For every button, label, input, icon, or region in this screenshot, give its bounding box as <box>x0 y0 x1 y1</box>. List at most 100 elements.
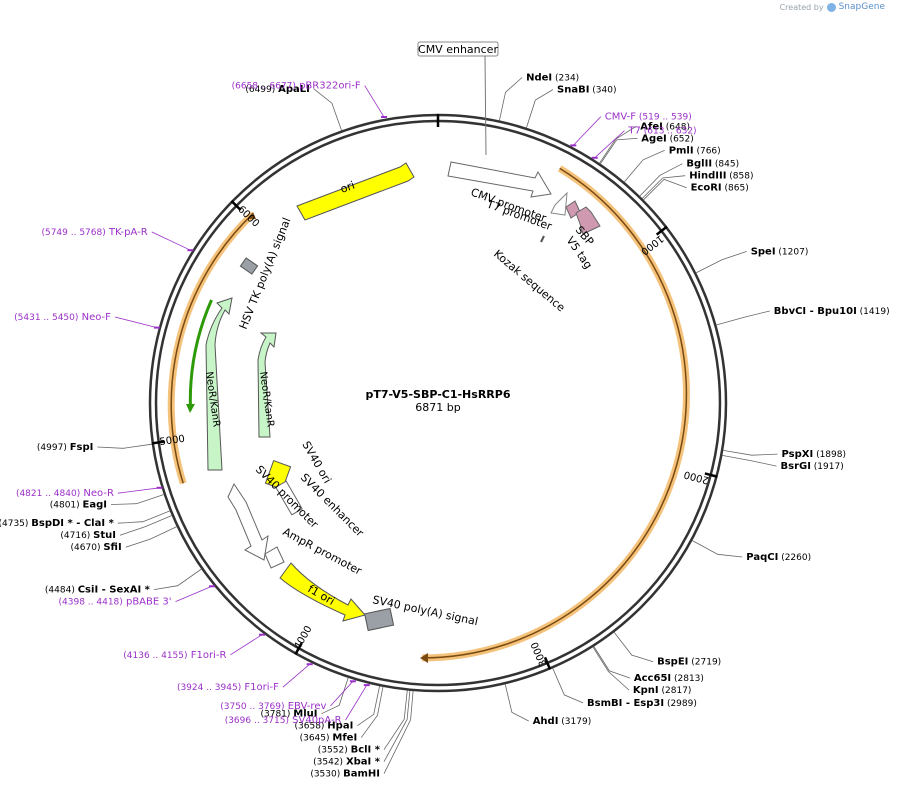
enzyme-label-ndei[interactable]: NdeI (234) <box>526 73 579 84</box>
sv40-promoter-arrow <box>227 482 269 561</box>
enzyme-label-bspei[interactable]: BspEI (2719) <box>657 657 721 668</box>
enzyme-leader-bglii <box>639 163 683 197</box>
enzyme-label-apali[interactable]: (6499) ApaLI <box>245 84 310 95</box>
enzyme-label-bcli[interactable]: (3552) BclI * <box>318 745 381 756</box>
restriction-sites: NdeI (234)SnaBI (340) AfeI (648)AgeI (652… <box>0 73 890 780</box>
enzyme-position-pspxi: (1898) <box>813 450 846 460</box>
enzyme-leader-eagi <box>110 494 165 505</box>
enzyme-leader-bsrgi <box>722 455 777 467</box>
enzyme-name-apali: ApaLI <box>278 84 310 95</box>
enzyme-label-stui[interactable]: (4716) StuI <box>60 530 116 541</box>
orf-left-arrowhead <box>247 212 256 219</box>
cmv-enhancer-leader <box>484 55 487 156</box>
enzyme-label-bbvci[interactable]: BbvCI - Bpu10I (1419) <box>774 306 890 317</box>
enzyme-name-bspdi: - ClaI * <box>73 518 115 529</box>
enzyme-position-ndei: (234) <box>552 74 579 84</box>
enzyme-leader-ndei <box>499 77 523 121</box>
enzyme-label-eagi[interactable]: (4801) EagI <box>50 500 107 511</box>
enzyme-label-sfii[interactable]: (4670) SfiI <box>71 542 122 553</box>
enzyme-label-bsrgi[interactable]: BsrGI (1917) <box>781 461 844 472</box>
enzyme-name-pspxi: PspXI <box>782 449 814 460</box>
enzyme-name-mlui: MluI <box>293 709 317 720</box>
primer-label-f1ori-f[interactable]: (3924 .. 3945) F1ori-F <box>177 682 279 693</box>
enzyme-position-bbvci: (1419) <box>857 307 890 317</box>
enzyme-name-bbvci: BbvCI <box>774 306 806 317</box>
enzyme-label-ahdi[interactable]: AhdI (3179) <box>533 716 592 727</box>
enzyme-label-hpai[interactable]: (3658) HpaI <box>295 721 354 732</box>
hsv-tk-polya-feature <box>239 257 259 275</box>
enzyme-label-fspi[interactable]: (4997) FspI <box>37 442 93 453</box>
enzyme-label-snabi[interactable]: SnaBI (340) <box>557 85 616 96</box>
enzyme-leader-stui <box>119 515 172 536</box>
enzyme-leader-ahdi <box>504 684 529 722</box>
enzyme-label-bsmbi[interactable]: BsmBI - Esp3I (2989) <box>587 698 697 709</box>
enzyme-position-mfei: (3645) <box>300 734 333 744</box>
primer-label-t7[interactable]: T7 (613 .. 632) <box>627 126 696 137</box>
enzyme-position-afei: (648) <box>663 122 690 132</box>
primer-name-f1ori-f: F1ori-F <box>241 682 279 693</box>
primer-leader-ebv-rev <box>330 681 354 707</box>
enzyme-name-snabi: SnaBI <box>557 85 589 96</box>
primer-label-neo-r[interactable]: (4821 .. 4840) Neo-R <box>16 488 114 499</box>
enzyme-position-paqci: (2260) <box>778 553 811 563</box>
primer-label-neo-f[interactable]: (5431 .. 5450) Neo-F <box>14 312 111 323</box>
enzyme-label-pspxi[interactable]: PspXI (1898) <box>782 449 847 460</box>
enzyme-label-xbai[interactable]: (3542) XbaI * <box>313 757 381 768</box>
enzyme-position-apali: (6499) <box>245 85 278 95</box>
enzyme-label-acc65i[interactable]: Acc65I (2813) <box>634 673 704 684</box>
primer-position-ebv-rev: (3750 .. 3769) <box>220 702 284 712</box>
enzyme-leader-apali <box>313 88 342 131</box>
enzyme-position-bspdi: (4735) <box>0 519 31 529</box>
tick-label-2000: 2000 <box>683 468 710 485</box>
primer-label-cmv-f[interactable]: CMV-F (519 .. 539) <box>605 112 692 123</box>
enzyme-name-kpni: KpnI <box>633 685 659 696</box>
created-by-text: Created by <box>779 2 824 12</box>
primer-position-cmv-f: (519 .. 539) <box>636 113 692 123</box>
enzyme-label-agei[interactable]: AgeI (652) <box>641 133 693 144</box>
primer-position-f1ori-f: (3924 .. 3945) <box>177 683 241 693</box>
enzyme-position-hpai: (3658) <box>295 722 328 732</box>
enzyme-label-mlui[interactable]: (3781) MluI <box>260 709 317 720</box>
orf-left-arc <box>170 213 254 484</box>
primer-label-ebv-rev[interactable]: (3750 .. 3769) EBV-rev <box>220 701 326 712</box>
enzyme-name-ecori: EcoRI <box>691 183 722 194</box>
primer-label-pbr322ori-f[interactable]: (6658 .. 6677) pBR322ori-F <box>232 81 361 92</box>
enzyme-label-csii[interactable]: (4484) CsiI - SexAI * <box>45 585 151 596</box>
enzyme-label-spei[interactable]: SpeI (1207) <box>751 246 809 257</box>
primer-label-sv40pa-r[interactable]: (3696 .. 3715) SV40pA-R <box>225 715 342 726</box>
enzyme-name-mfei: MfeI <box>332 733 357 744</box>
primer-label-tk-pa-r[interactable]: (5749 .. 5768) TK-pA-R <box>41 227 147 238</box>
enzyme-name-bglii: BglII <box>686 159 712 170</box>
enzyme-label-pmli[interactable]: PmlI (766) <box>669 145 721 156</box>
primer-name-ebv-rev: EBV-rev <box>285 701 327 712</box>
enzyme-leader-mfei <box>360 686 384 738</box>
enzyme-label-bglii[interactable]: BglII (845) <box>686 159 739 170</box>
enzyme-position-sfii: (4670) <box>71 543 104 553</box>
enzyme-position-agei: (652) <box>667 134 694 144</box>
primer-position-neo-f: (5431 .. 5450) <box>14 313 78 323</box>
primer-name-cmv-f: CMV-F <box>605 112 636 123</box>
enzyme-leader-paqci <box>692 540 743 558</box>
neo-orf-arrowhead <box>186 404 195 413</box>
enzyme-name-eagi: EagI <box>83 500 107 511</box>
snapgene-logo-icon <box>826 2 836 12</box>
t7-promoter-arrow <box>550 191 568 216</box>
primer-label-f1ori-r[interactable]: (4136 .. 4155) F1ori-R <box>123 650 226 661</box>
tick-mark-2000 <box>704 472 718 478</box>
primer-leader-tk-pa-r <box>151 231 191 251</box>
enzyme-name-bsmbi: BsmBI <box>587 698 622 709</box>
enzyme-label-paqci[interactable]: PaqCI (2260) <box>746 552 811 563</box>
enzyme-leader-hpai <box>357 685 380 727</box>
tick-mark-1000 <box>655 225 668 236</box>
enzyme-name-bbvci: - Bpu10I <box>806 306 857 317</box>
enzyme-label-afei[interactable]: AfeI (648) <box>640 121 690 132</box>
enzyme-leader-spei <box>695 251 747 274</box>
enzyme-label-ecori[interactable]: EcoRI (865) <box>691 183 749 194</box>
enzyme-label-bamhi[interactable]: (3530) BamHI <box>310 769 380 780</box>
enzyme-label-kpni[interactable]: KpnI (2817) <box>633 685 692 696</box>
primer-leader-pbr322ori-f <box>364 85 385 118</box>
primer-label-pbabe-3[interactable]: (4398 .. 4418) pBABE 3' <box>59 597 172 608</box>
enzyme-label-hindiii[interactable]: HindIII (858) <box>689 171 753 182</box>
enzyme-label-bspdi[interactable]: (4735) BspDI * - ClaI * <box>0 518 115 529</box>
enzyme-label-mfei[interactable]: (3645) MfeI <box>300 733 358 744</box>
